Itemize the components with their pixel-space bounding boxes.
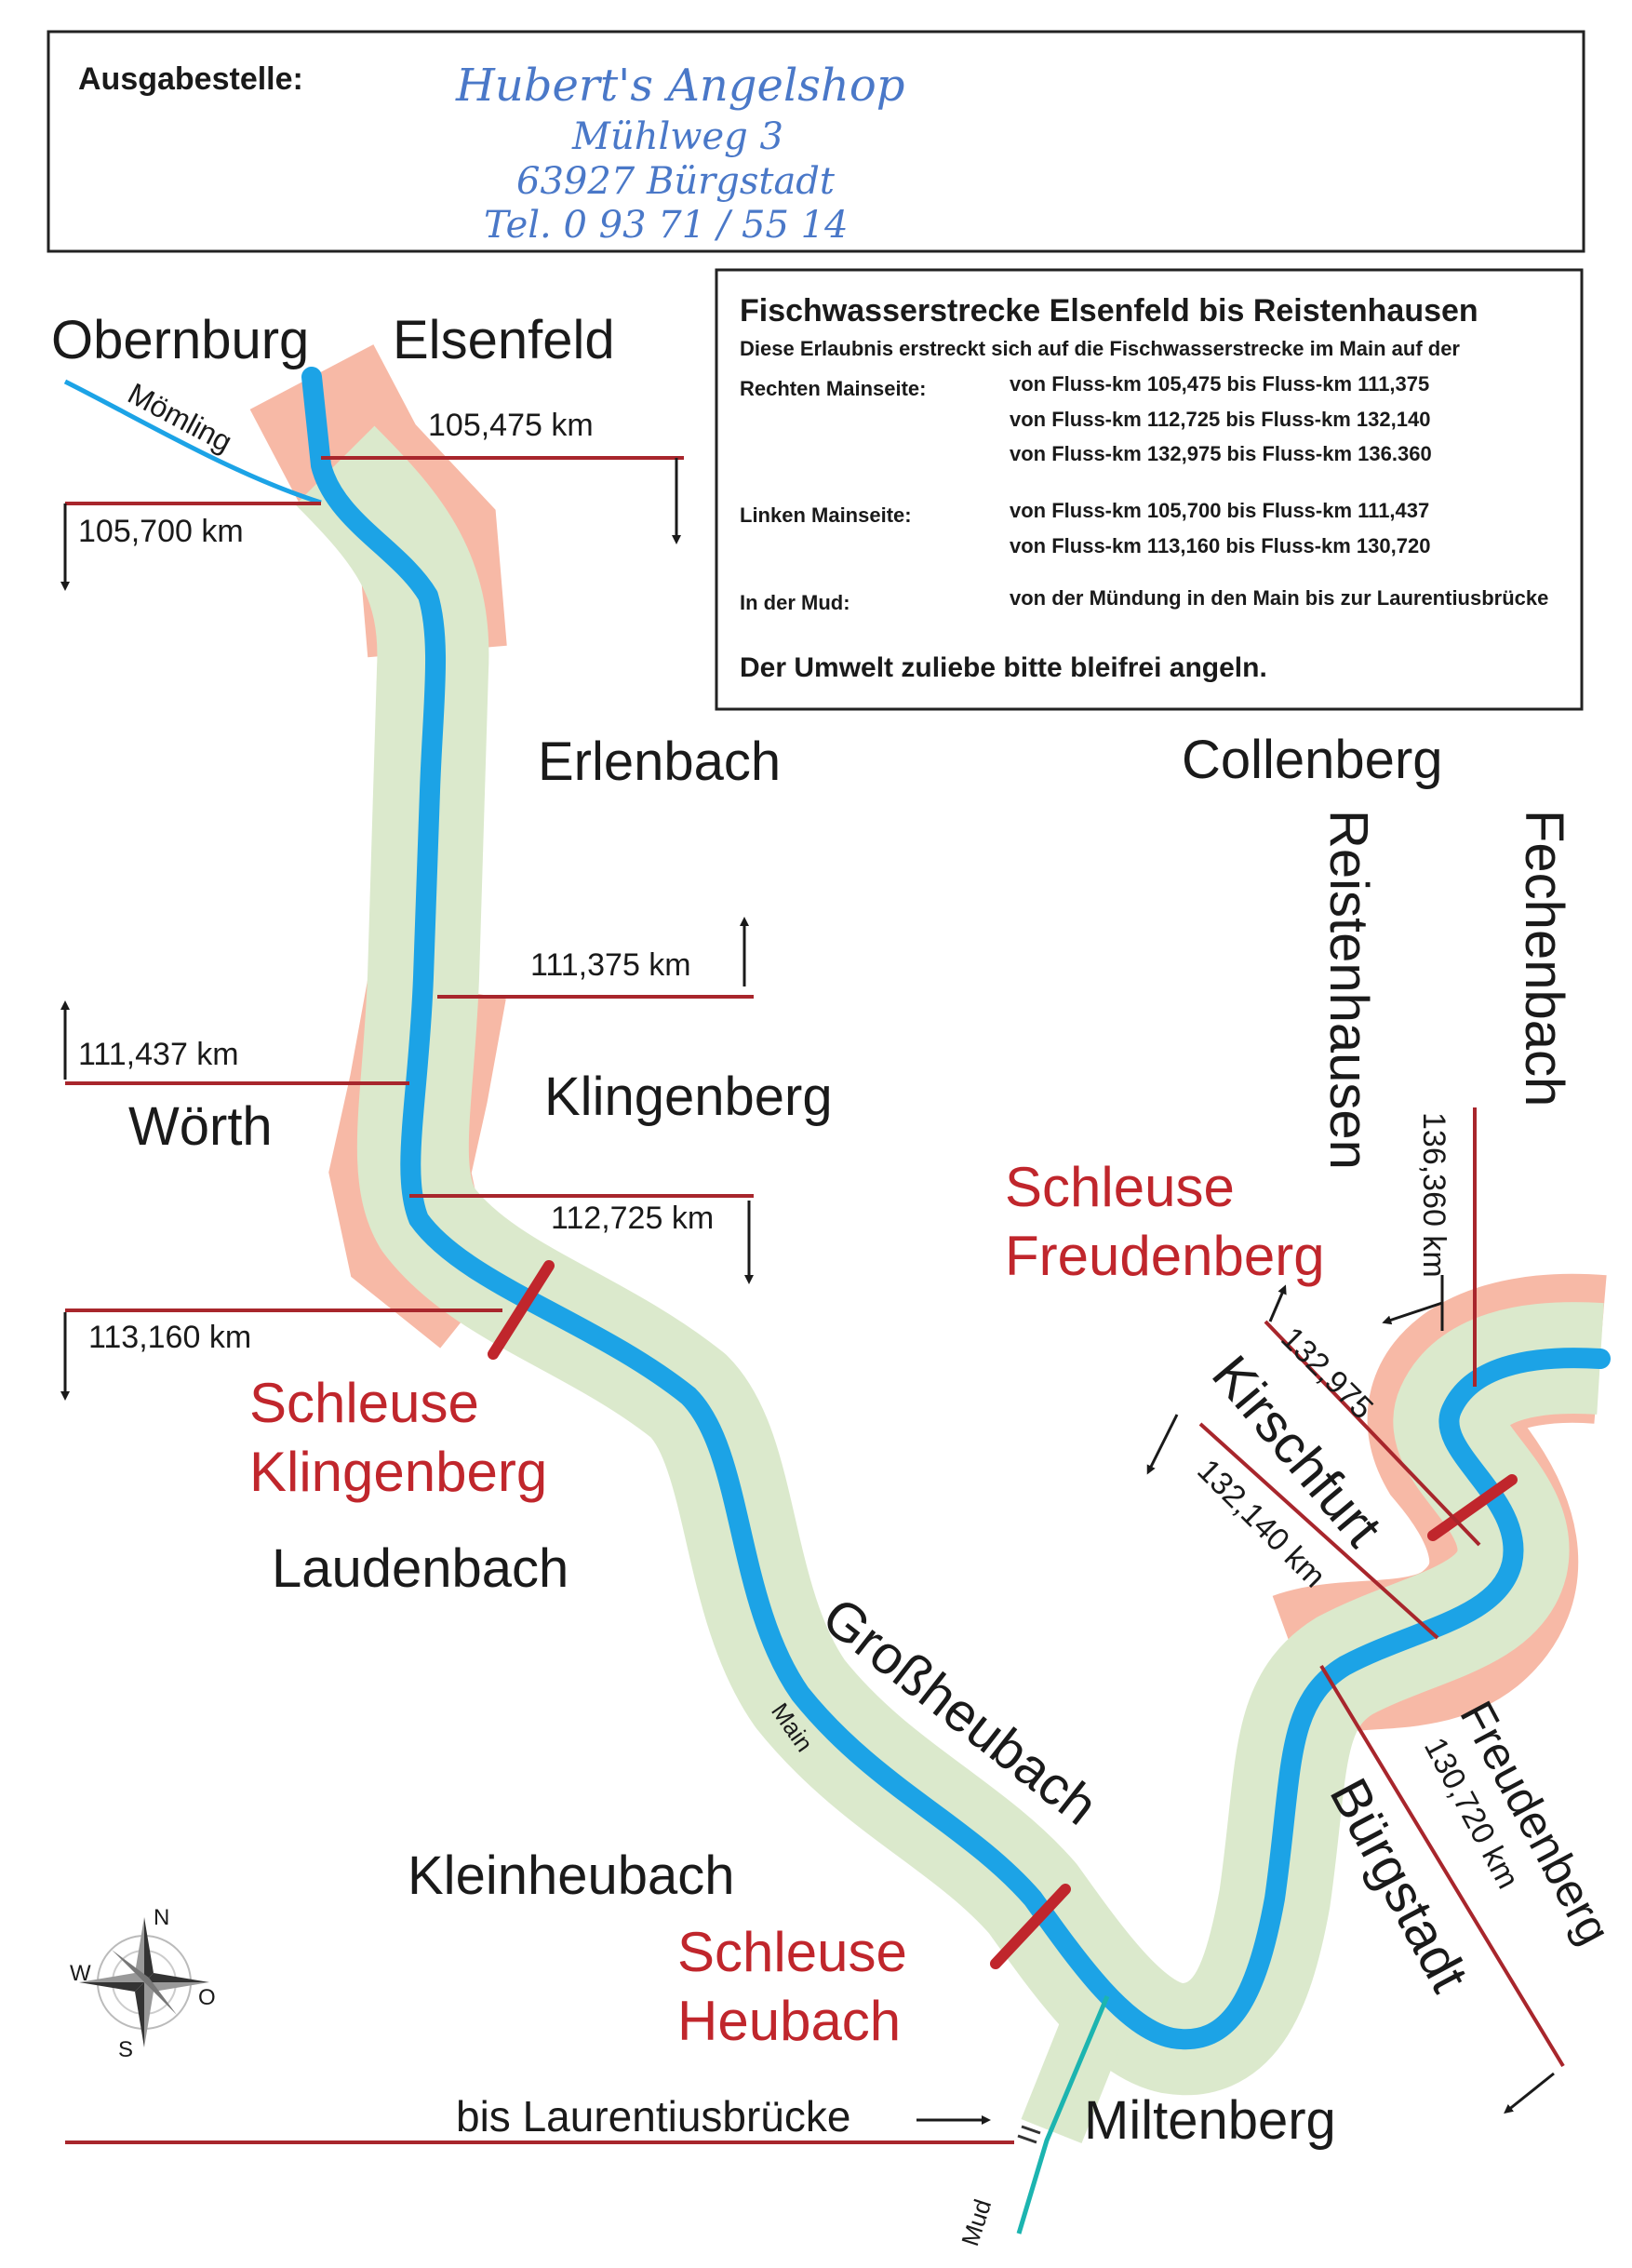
compass-o: O	[198, 1985, 216, 2010]
km-105-475-label: 105,475 km	[428, 408, 594, 443]
compass-w: W	[70, 1961, 91, 1986]
km-105-700-label: 105,700 km	[78, 514, 244, 549]
town-klingenberg: Klingenberg	[544, 1067, 833, 1127]
shop-street: Mühlweg 3	[571, 115, 783, 158]
lock-bar-klingenberg	[488, 1260, 555, 1360]
town-collenberg: Collenberg	[1182, 730, 1443, 790]
moemling-label: Mömling	[123, 376, 238, 459]
km-111-437-label: 111,437 km	[78, 1037, 239, 1072]
laurentius-label: bis Laurentiusbrücke	[456, 2092, 850, 2141]
lock-labels: Schleuse Klingenberg Schleuse Freudenber…	[249, 1156, 1325, 2052]
mud-label: Mud	[956, 2195, 997, 2248]
town-reistenhausen: Reistenhausen	[1318, 810, 1379, 1170]
shop-phone: Tel. 0 93 71 / 55 14	[484, 204, 849, 247]
legend-right-range-1: von Fluss-km 105,475 bis Fluss-km 111,37…	[1010, 372, 1429, 396]
legend-footer: Der Umwelt zuliebe bitte bleifrei angeln…	[740, 652, 1267, 683]
km-113-160-label: 113,160 km	[88, 1320, 251, 1355]
mud-river	[1016, 1995, 1110, 2234]
lock-bars	[488, 1260, 1518, 1969]
lock-bar-freudenberg	[1427, 1474, 1518, 1541]
main-river	[301, 367, 1611, 2050]
rivers	[63, 367, 1611, 2234]
lock-freudenberg-line2: Freudenberg	[1005, 1225, 1325, 1287]
lock-heubach-line2: Heubach	[677, 1990, 901, 2052]
town-kleinheubach: Kleinheubach	[408, 1845, 735, 1906]
legend-right-range-3: von Fluss-km 132,975 bis Fluss-km 136.36…	[1010, 442, 1432, 465]
legend-title: Fischwasserstrecke Elsenfeld bis Reisten…	[740, 293, 1478, 329]
km-111-375-label: 111,375 km	[530, 947, 691, 983]
lock-klingenberg-line2: Klingenberg	[249, 1441, 547, 1503]
legend-left-range-2: von Fluss-km 113,160 bis Fluss-km 130,72…	[1010, 534, 1430, 557]
compass-n: N	[154, 1905, 169, 1930]
lock-heubach-line1: Schleuse	[677, 1921, 907, 1983]
town-woerth: Wörth	[128, 1096, 273, 1157]
town-miltenberg: Miltenberg	[1084, 2090, 1336, 2151]
lock-klingenberg-line1: Schleuse	[249, 1372, 479, 1434]
permit-legend-box: Fischwasserstrecke Elsenfeld bis Reisten…	[715, 268, 1584, 711]
legend-right-label: Rechten Mainseite:	[740, 377, 927, 400]
issuing-office-box: Ausgabestelle: Hubert's Angelshop Mühlwe…	[47, 30, 1585, 253]
town-erlenbach: Erlenbach	[538, 731, 781, 792]
legend-right-range-2: von Fluss-km 112,725 bis Fluss-km 132,14…	[1010, 408, 1430, 431]
legend-intro: Diese Erlaubnis erstreckt sich auf die F…	[740, 337, 1460, 360]
shop-name: Hubert's Angelshop	[455, 60, 904, 112]
issuing-office-label: Ausgabestelle:	[78, 61, 303, 97]
town-laudenbach: Laudenbach	[272, 1538, 569, 1599]
shop-city: 63927 Bürgstadt	[516, 160, 836, 203]
lock-freudenberg-line1: Schleuse	[1005, 1156, 1235, 1218]
town-obernburg: Obernburg	[51, 310, 309, 370]
km-112-725-label: 112,725 km	[551, 1201, 714, 1236]
town-fechenbach: Fechenbach	[1514, 810, 1574, 1107]
compass-s: S	[118, 2037, 133, 2062]
legend-left-range-1: von Fluss-km 105,700 bis Fluss-km 111,43…	[1010, 499, 1429, 522]
km-136-360-label: 136,360 km	[1416, 1112, 1451, 1278]
town-elsenfeld: Elsenfeld	[393, 310, 615, 370]
legend-left-label: Linken Mainseite:	[740, 503, 912, 527]
legend-mud-label: In der Mud:	[740, 591, 850, 614]
lock-bar-heubach	[990, 1884, 1071, 1969]
compass-rose: N S W O	[70, 1905, 216, 2062]
legend-mud-range: von der Mündung in den Main bis zur Laur…	[1010, 586, 1548, 610]
moemling-river	[63, 379, 322, 505]
